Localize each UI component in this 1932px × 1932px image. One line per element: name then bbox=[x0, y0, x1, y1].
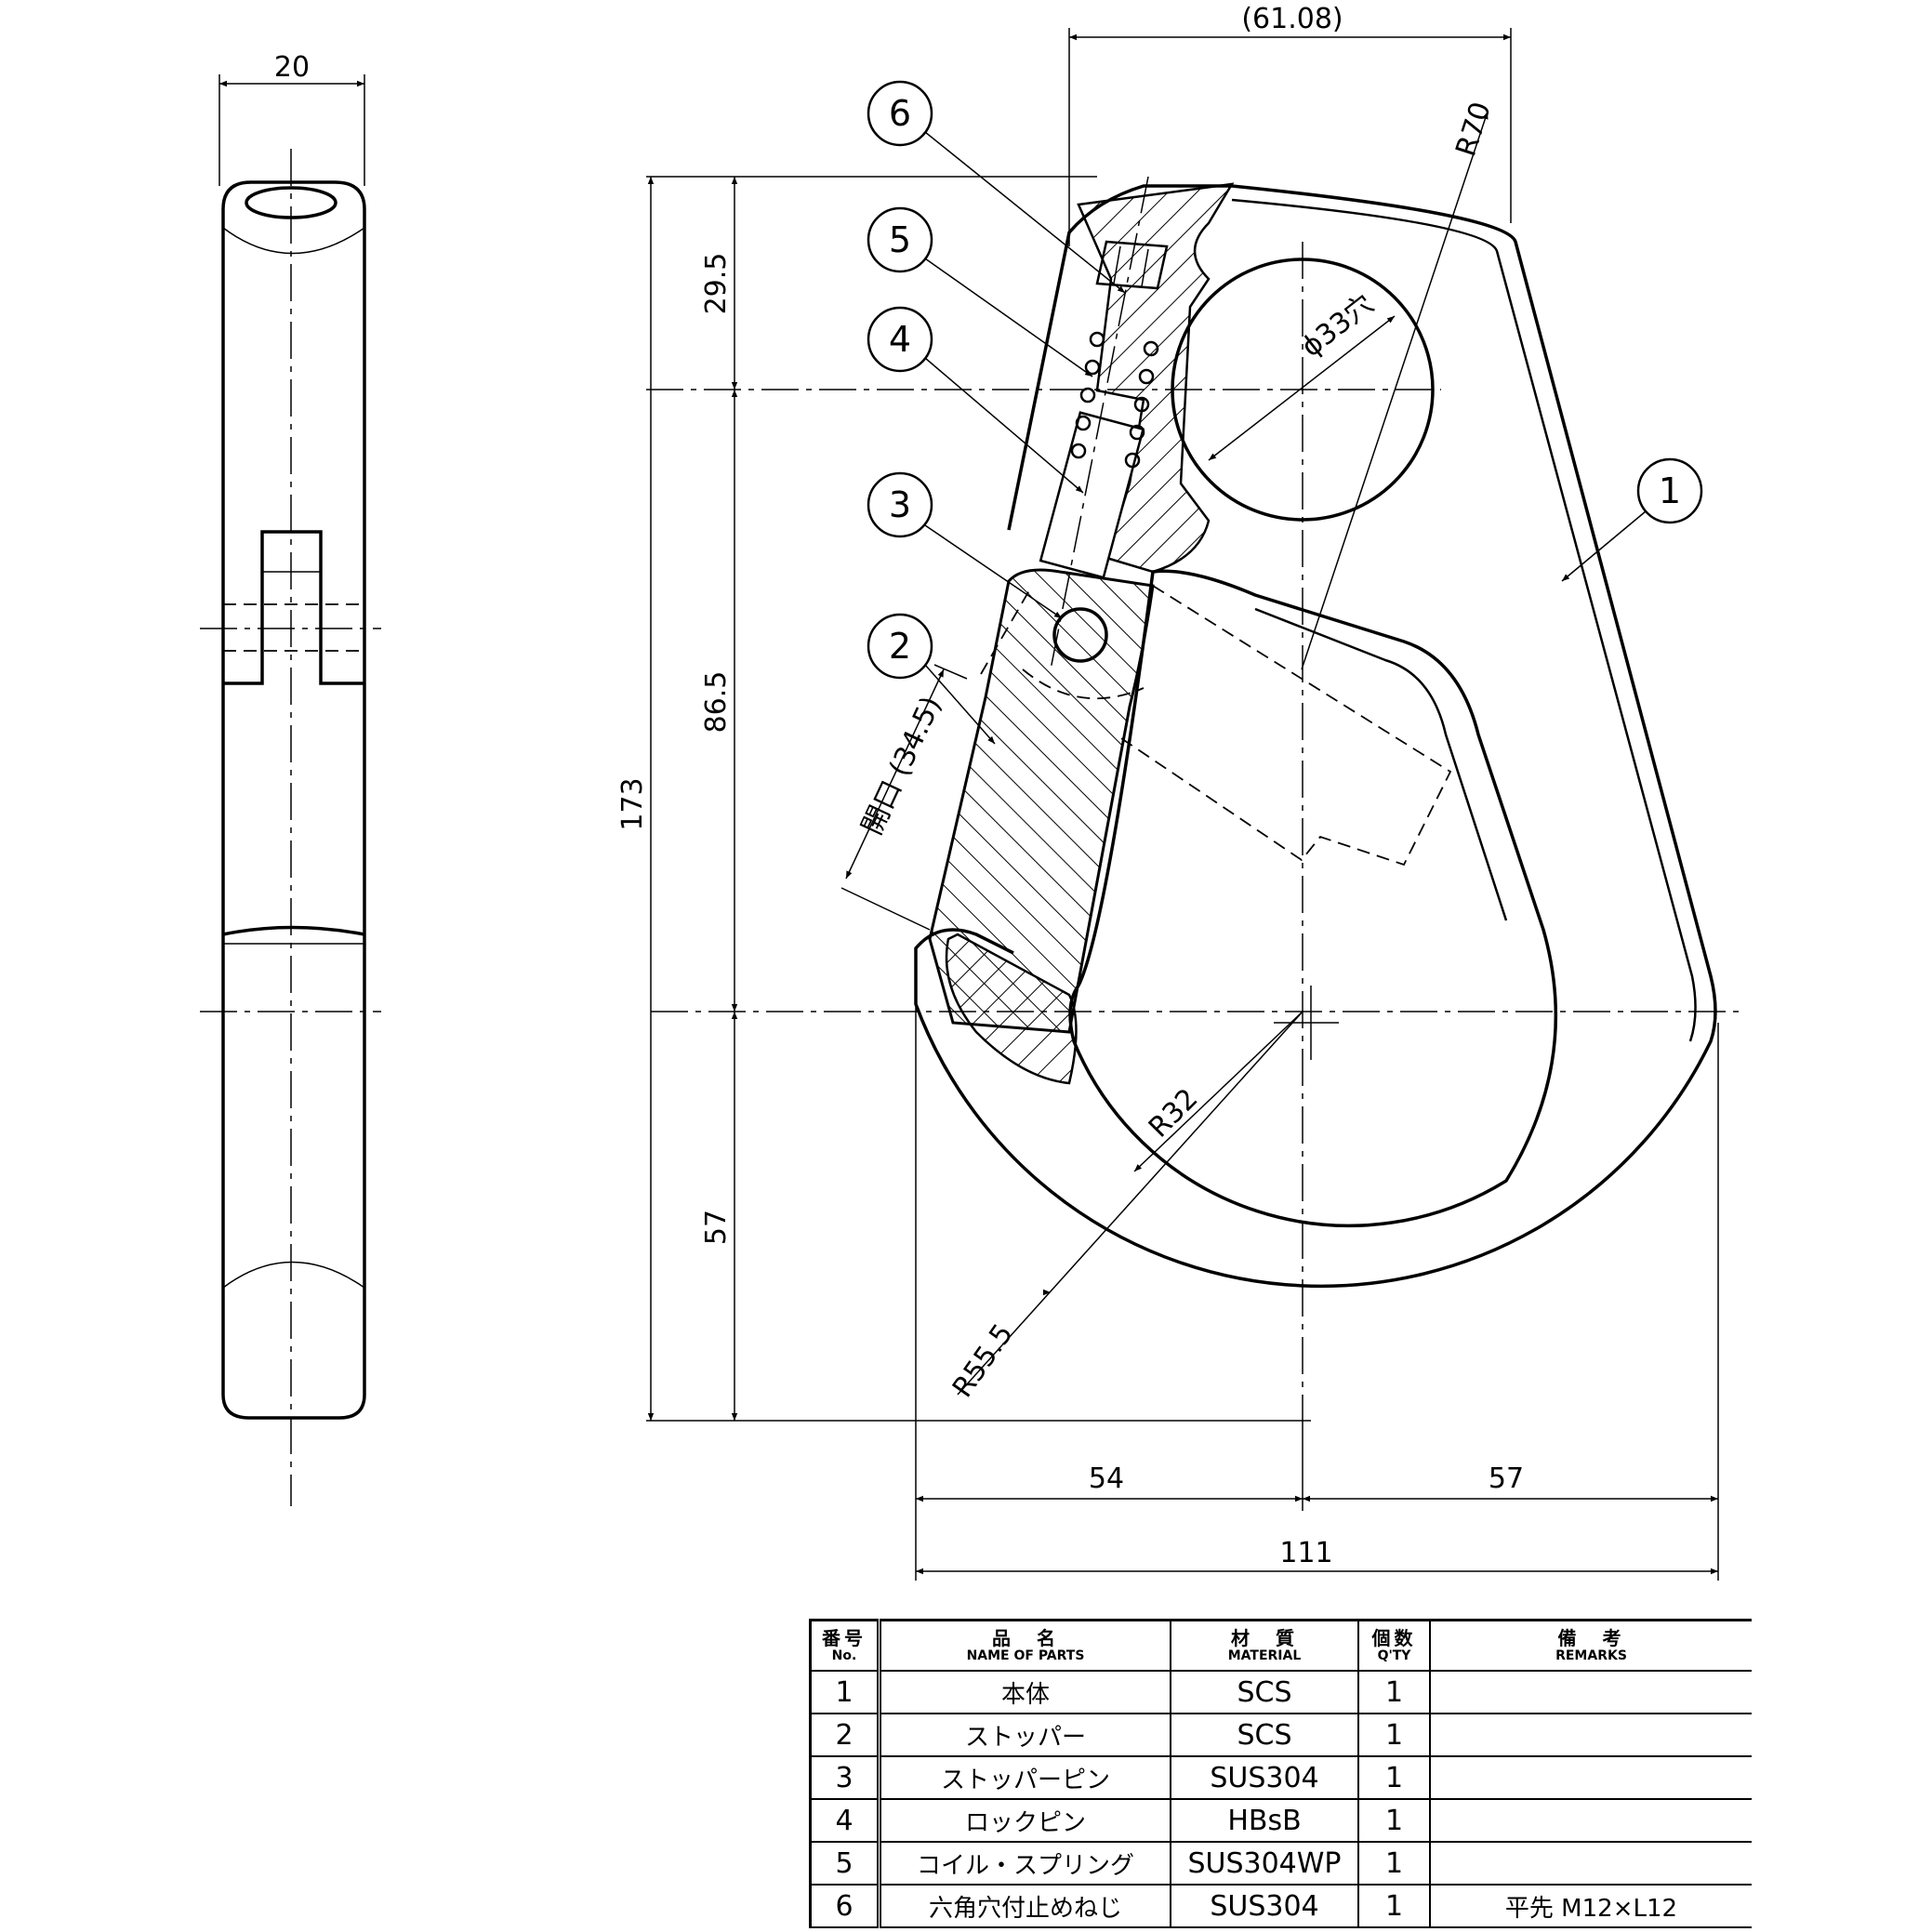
row-name: ストッパーピン bbox=[879, 1756, 1171, 1800]
row-remarks bbox=[1430, 1756, 1752, 1800]
row-material: SCS bbox=[1171, 1671, 1359, 1714]
coil-spring bbox=[1070, 331, 1159, 469]
dim-57-bottom-label: 57 bbox=[1489, 1462, 1524, 1495]
row-remarks: 平先 M12×L12 bbox=[1430, 1885, 1752, 1928]
callout-4-label: 4 bbox=[889, 319, 911, 360]
side-view bbox=[200, 149, 381, 1506]
row-remarks bbox=[1430, 1842, 1752, 1886]
callout-1: 1 bbox=[1561, 457, 1703, 582]
row-qty: 1 bbox=[1358, 1842, 1431, 1886]
callout-1-label: 1 bbox=[1659, 470, 1681, 511]
row-no: 3 bbox=[809, 1756, 881, 1800]
dim-r70-label: R70 bbox=[1449, 99, 1498, 161]
row-name: 六角穴付止めねじ bbox=[879, 1885, 1171, 1928]
dim-phi33-label: ϕ33穴 bbox=[1295, 288, 1380, 364]
row-qty: 1 bbox=[1358, 1885, 1431, 1928]
row-material: SUS304WP bbox=[1171, 1842, 1359, 1886]
dim-vertical: 29.5 86.5 173 57 bbox=[616, 176, 1311, 1422]
dim-86-5-label: 86.5 bbox=[700, 671, 733, 734]
table-row: 6 六角穴付止めねじ SUS304 1 平先 M12×L12 bbox=[809, 1885, 1752, 1928]
callout-4: 4 bbox=[867, 306, 1084, 494]
row-name: コイル・スプリング bbox=[879, 1842, 1171, 1886]
dim-phi33: ϕ33穴 bbox=[1208, 288, 1396, 461]
callout-5-label: 5 bbox=[889, 219, 911, 260]
row-remarks bbox=[1430, 1714, 1752, 1757]
callout-6-label: 6 bbox=[889, 93, 911, 134]
row-qty: 1 bbox=[1358, 1756, 1431, 1800]
callout-6: 6 bbox=[867, 80, 1126, 294]
row-material: HBsB bbox=[1171, 1799, 1359, 1843]
dim-r32: R32 bbox=[1133, 1011, 1303, 1172]
row-name: ロックピン bbox=[879, 1799, 1171, 1843]
callout-2: 2 bbox=[867, 613, 996, 745]
row-no: 6 bbox=[809, 1885, 881, 1928]
table-row: 2 ストッパー SCS 1 bbox=[809, 1714, 1752, 1757]
row-name: ストッパー bbox=[879, 1714, 1171, 1757]
table-row: 5 コイル・スプリング SUS304WP 1 bbox=[809, 1842, 1752, 1886]
callout-3: 3 bbox=[867, 471, 1063, 619]
dim-opening-label: 開口 (34.5) bbox=[856, 692, 948, 840]
row-material: SUS304 bbox=[1171, 1885, 1359, 1928]
table-row: 1 本体 SCS 1 bbox=[809, 1671, 1752, 1714]
table-row: 4 ロックピン HBsB 1 bbox=[809, 1799, 1752, 1843]
dim-top-overall: (61.08) bbox=[1068, 3, 1512, 246]
callout-2-label: 2 bbox=[889, 626, 911, 667]
dim-side-width-label: 20 bbox=[274, 51, 310, 84]
row-no: 1 bbox=[809, 1671, 881, 1714]
dim-29-5-label: 29.5 bbox=[700, 253, 733, 315]
row-material: SUS304 bbox=[1171, 1756, 1359, 1800]
callout-5: 5 bbox=[867, 206, 1093, 377]
dim-horizontal: 54 57 111 bbox=[915, 1004, 1719, 1581]
row-remarks bbox=[1430, 1671, 1752, 1714]
row-no: 5 bbox=[809, 1842, 881, 1886]
row-no: 2 bbox=[809, 1714, 881, 1757]
row-material: SCS bbox=[1171, 1714, 1359, 1757]
row-qty: 1 bbox=[1358, 1671, 1431, 1714]
row-remarks bbox=[1430, 1799, 1752, 1843]
dim-111-label: 111 bbox=[1279, 1537, 1332, 1569]
dim-54-label: 54 bbox=[1089, 1462, 1124, 1495]
dim-side-width: 20 bbox=[218, 51, 365, 186]
callout-3-label: 3 bbox=[889, 484, 911, 525]
dim-57-left-label: 57 bbox=[700, 1210, 733, 1245]
dim-top-overall-label: (61.08) bbox=[1241, 3, 1343, 35]
dim-r32-label: R32 bbox=[1143, 1082, 1204, 1144]
row-qty: 1 bbox=[1358, 1714, 1431, 1757]
row-name: 本体 bbox=[879, 1671, 1171, 1714]
dim-r55-5-label: R55.5 bbox=[946, 1318, 1020, 1404]
dim-173-label: 173 bbox=[616, 777, 649, 830]
dim-r70: R70 bbox=[1301, 99, 1498, 670]
front-view bbox=[914, 182, 1717, 1289]
row-no: 4 bbox=[809, 1799, 881, 1843]
row-qty: 1 bbox=[1358, 1799, 1431, 1843]
table-row: 3 ストッパーピン SUS304 1 bbox=[809, 1756, 1752, 1800]
